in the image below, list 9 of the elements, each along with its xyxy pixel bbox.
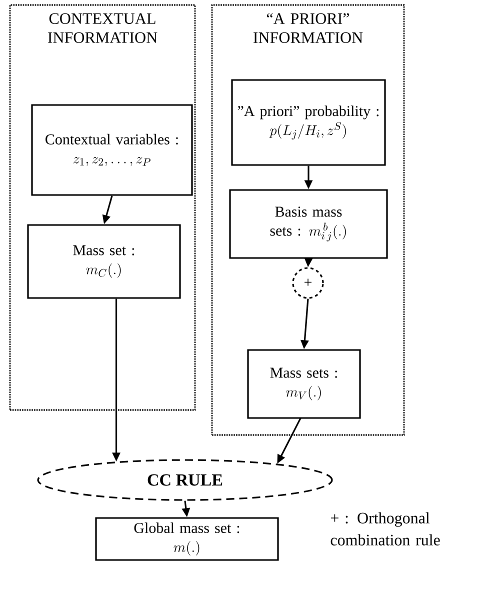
- process-box: Contextual variables : $z_{1}, z_{2}, \ldots, z_{P}$: [31, 104, 193, 196]
- process-box: Basis mass sets : $m_{i\,j}^{\,b}(.)$: [229, 189, 388, 259]
- group-heading: CONTEXTUAL INFORMATION: [48, 13, 158, 43]
- process-box: Mass sets : $m_{V}(.)$: [247, 349, 361, 419]
- process-box: Mass set : $m_{C}(.)$: [27, 224, 181, 299]
- process-box: ”A priori” probability : $p(L_{j} / H_{i}, z^{S})$: [231, 79, 386, 166]
- group-heading: “A PRIORI” INFORMATION: [253, 13, 363, 44]
- process-box: Global mass set : $m(.)$: [95, 517, 279, 561]
- note-text: + : Orthogonal combination rule: [330, 512, 440, 546]
